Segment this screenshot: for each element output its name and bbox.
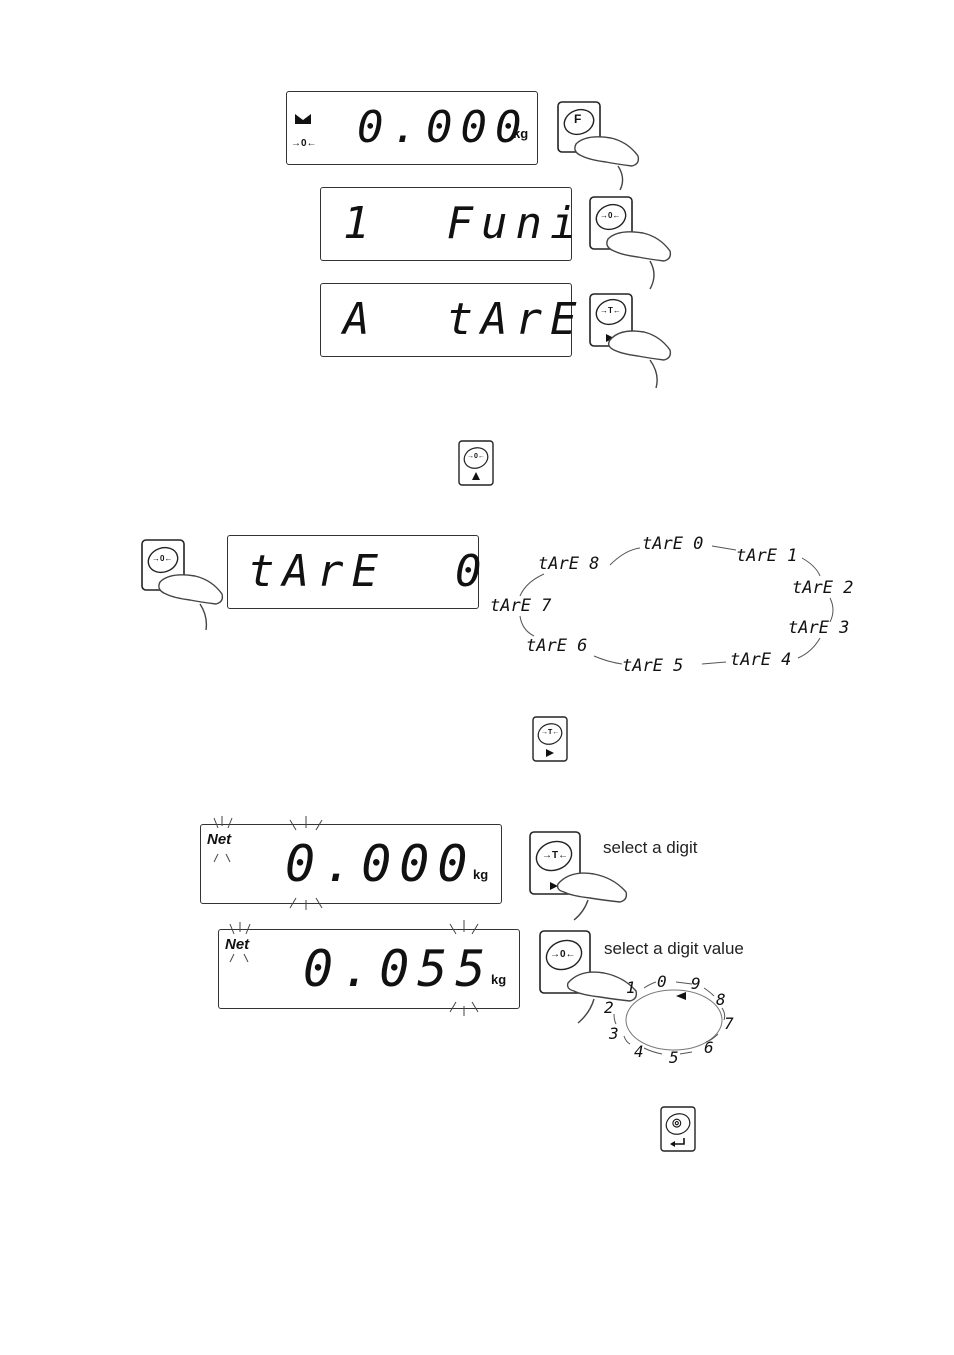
digit-ring-item: 4 <box>634 1042 644 1061</box>
tare-ring-item: tArE 8 <box>538 554 599 574</box>
digit-ring-item: 0 <box>657 972 667 991</box>
lcd-display-atare: A tArE <box>320 283 572 357</box>
tare-right-key-icon <box>532 716 568 762</box>
zero-up-key-icon <box>458 440 494 486</box>
select-digit-note: select a digit <box>603 838 698 858</box>
digit-ring-item: 9 <box>691 974 701 993</box>
blink-marks-icon <box>218 916 488 1020</box>
weight-value: 0.000 <box>357 102 529 153</box>
lcd-display-weight: →0← 0.000 kg <box>286 91 538 165</box>
select-digit-value-note: select a digit value <box>604 939 744 959</box>
zero-key-label: →0← <box>550 949 576 960</box>
tare-right-key-label: →T← <box>541 729 559 736</box>
zero-indicator: →0← <box>291 138 317 149</box>
atare-value: A tArE <box>343 294 584 345</box>
digit-ring-item: 7 <box>724 1014 734 1033</box>
funi-value: 1 Funi <box>343 198 584 249</box>
tare-right-key[interactable]: →T← <box>532 716 568 762</box>
tare-ring-item: tArE 6 <box>526 636 587 656</box>
f-key-label: F <box>574 112 581 126</box>
tare-ring-item: tArE 2 <box>792 578 853 598</box>
zero-up-key[interactable]: →0← <box>458 440 494 486</box>
tare-ring-item: tArE 5 <box>622 656 683 676</box>
tare-ring-item: tArE 3 <box>788 618 849 638</box>
net-weight-unit: kg <box>473 867 488 882</box>
digit-ring-item: 5 <box>669 1048 679 1067</box>
digit-ring-item: 3 <box>609 1024 619 1043</box>
zero-key-press-2[interactable]: →0← <box>140 538 230 630</box>
tare-ring-item: tArE 1 <box>736 546 797 566</box>
tare0-value: tArE 0 <box>248 546 489 597</box>
net-weight-unit: kg <box>491 972 506 987</box>
zero-key-label: →0← <box>152 554 172 563</box>
lcd-display-tare0: tArE 0 <box>227 535 479 609</box>
enter-key[interactable]: ◎ <box>660 1106 696 1152</box>
cycle-arrow-icon <box>676 992 686 1000</box>
tare-key-label: →T← <box>600 306 621 315</box>
blink-marks-icon <box>200 810 340 914</box>
f-key-press[interactable]: F <box>556 100 646 190</box>
digit-ring-item: 1 <box>626 978 636 997</box>
tare-ring-item: tArE 0 <box>642 534 703 554</box>
tare-key-press[interactable]: →T← <box>588 292 678 388</box>
finger-press-icon <box>556 100 646 190</box>
digit-ring-item: 8 <box>716 990 726 1009</box>
enter-key-icon <box>660 1106 696 1152</box>
tare-ring-item: tArE 7 <box>490 596 551 616</box>
zero-key-label: →0← <box>600 211 620 220</box>
finger-press-icon <box>588 195 678 290</box>
zero-key-press[interactable]: →0← <box>588 195 678 290</box>
stable-indicator-icon <box>293 112 313 126</box>
lcd-display-funi: 1 Funi <box>320 187 572 261</box>
digit-ring-item: 2 <box>604 998 614 1017</box>
tare-ring-item: tArE 4 <box>730 650 791 670</box>
enter-key-label: ◎ <box>672 1116 682 1129</box>
digit-ring-item: 6 <box>704 1038 714 1057</box>
weight-unit: kg <box>513 126 528 141</box>
finger-press-icon <box>140 538 230 630</box>
tare-key-label: →T← <box>542 850 568 861</box>
zero-up-key-label: →0← <box>467 453 485 460</box>
